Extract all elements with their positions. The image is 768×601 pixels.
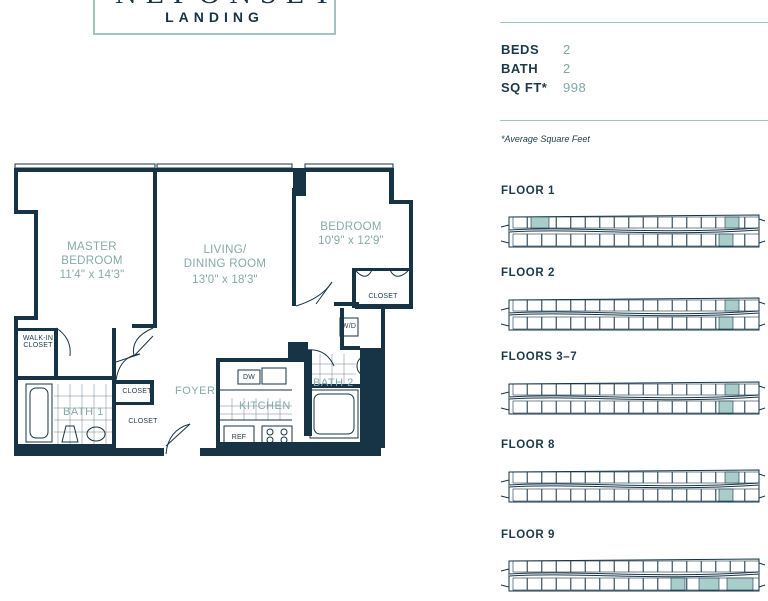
kitchen-label: KITCHEN xyxy=(239,400,291,412)
walkin-closet-label: WALK-IN CLOSET xyxy=(20,335,56,349)
brand-logo: NEPONSET LANDING xyxy=(93,0,336,35)
floor-label-3: FLOORS 3–7 xyxy=(501,351,578,363)
master-name-2: BEDROOM xyxy=(61,254,123,267)
spec-beds: BEDS 2 xyxy=(501,42,586,61)
floor-label-1: FLOOR 1 xyxy=(501,185,556,197)
bath2-label: BATH 2 xyxy=(313,377,354,389)
beds-label: BEDS xyxy=(501,42,540,57)
beds-value: 2 xyxy=(563,42,571,57)
refrigerator-label: REF xyxy=(231,434,247,441)
master-bedroom-dims: 11'4" x 14'3" xyxy=(59,269,125,281)
sqft-value: 998 xyxy=(563,80,587,95)
master-name-1: MASTER xyxy=(67,241,117,253)
floor-plan-1 xyxy=(500,214,766,248)
floor-label-5: FLOOR 9 xyxy=(501,529,556,541)
brand-subtitle: LANDING xyxy=(165,9,264,25)
bedroom-label: BEDROOM xyxy=(320,221,382,233)
bath-value: 2 xyxy=(563,61,571,76)
floor-plan-5 xyxy=(500,558,766,592)
bath1-label: BATH 1 xyxy=(63,406,104,418)
closet-label-2: CLOSET xyxy=(128,418,158,425)
footnote: *Average Square Feet xyxy=(501,134,590,144)
unit-floor-plan: MASTER BEDROOM 11'4" x 14'3" LIVING/ DIN… xyxy=(0,158,420,468)
floor-plan-4 xyxy=(500,469,766,503)
bath-label: BATH xyxy=(501,61,539,76)
divider-top xyxy=(500,22,768,23)
walkin-1: WALK-IN xyxy=(22,335,54,342)
floor-label-2: FLOOR 2 xyxy=(501,267,556,279)
unit-specs: BEDS 2 BATH 2 SQ FT* 998 xyxy=(501,42,586,99)
foyer-label: FOYER xyxy=(175,385,216,397)
floor-label-4: FLOOR 8 xyxy=(501,439,556,451)
floor-plan-walls xyxy=(14,163,413,456)
living-name-2: DINING ROOM xyxy=(183,257,267,270)
closet-label-3: CLOSET xyxy=(368,293,398,300)
dishwasher-label: DW xyxy=(242,374,256,381)
living-room-dims: 13'0" x 18'3" xyxy=(192,274,258,286)
living-name-1: LIVING/ xyxy=(203,244,247,256)
living-room-label: LIVING/ DINING ROOM xyxy=(170,244,280,271)
brand-name: NEPONSET xyxy=(115,0,331,11)
spec-bath: BATH 2 xyxy=(501,61,586,80)
floor-plan-2 xyxy=(500,297,766,331)
master-bedroom-label: MASTER BEDROOM xyxy=(45,241,139,268)
sqft-label: SQ FT* xyxy=(501,80,548,95)
closet-label-1: CLOSET xyxy=(122,388,152,395)
washer-dryer-label: W/D xyxy=(341,323,357,330)
floor-plan-3 xyxy=(500,381,766,415)
walkin-2: CLOSET xyxy=(23,342,53,349)
spec-sqft: SQ FT* 998 xyxy=(501,80,586,99)
bedroom-dims: 10'9" x 12'9" xyxy=(318,235,384,247)
divider-bottom xyxy=(500,120,768,121)
